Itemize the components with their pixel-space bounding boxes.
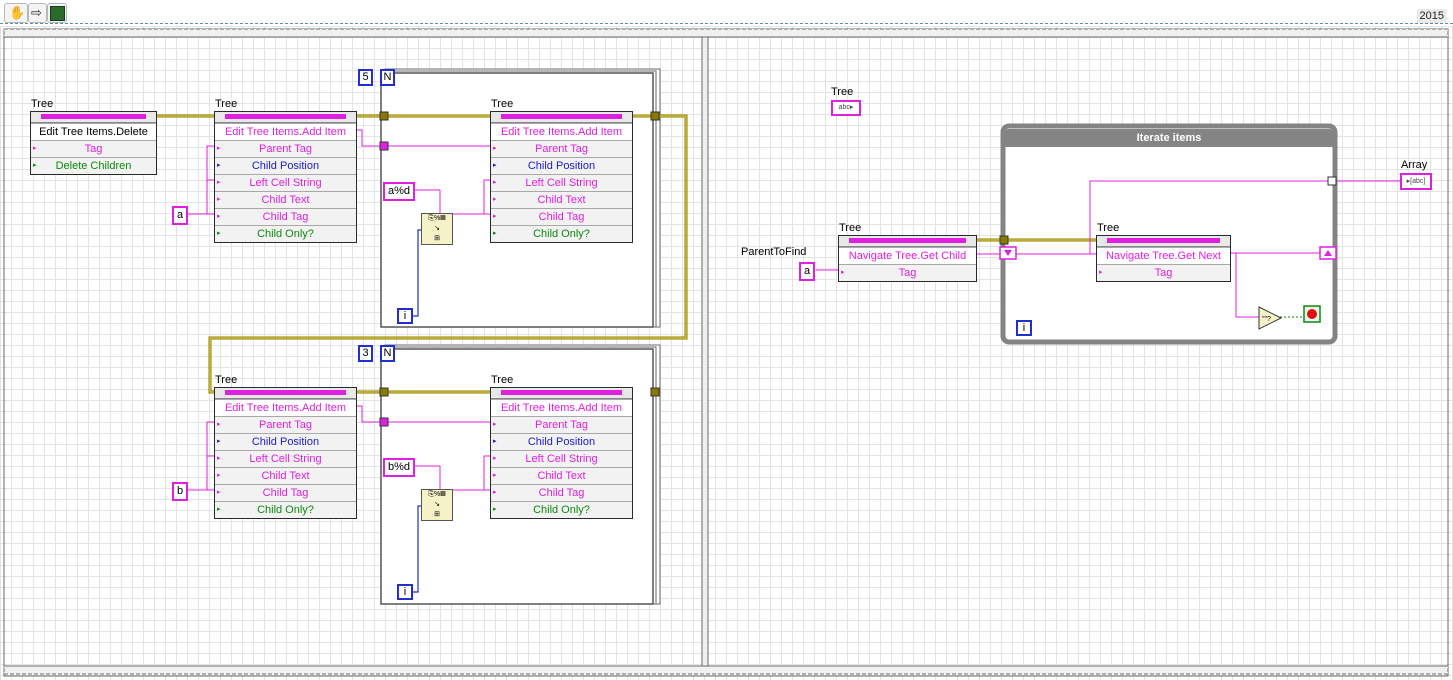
hand-icon: ✋	[9, 5, 26, 20]
input-row[interactable]: ▸Child Position	[491, 157, 632, 174]
array-indicator-caption: Array	[1401, 159, 1428, 171]
input-row[interactable]: ▸Child Text	[215, 467, 356, 484]
while-loop[interactable]	[1000, 123, 1338, 345]
method-label: Edit Tree Items.Add Item	[491, 399, 632, 416]
edit-tree-add-item-node[interactable]: Edit Tree Items.Add Item▸Parent Tag▸Chil…	[490, 111, 633, 243]
arrow-icon: ⇨	[31, 5, 42, 20]
method-label: Edit Tree Items.Add Item	[215, 399, 356, 416]
input-row[interactable]: ▸Child Tag	[491, 484, 632, 501]
format-string-constant-2[interactable]: b%d	[383, 458, 416, 477]
parent-tag-constant-b[interactable]: b	[172, 482, 189, 501]
get-child-caption: Tree	[839, 222, 862, 234]
input-row[interactable]: ▸Child Position	[215, 157, 356, 174]
input-row[interactable]: ▸Child Text	[215, 191, 356, 208]
input-row[interactable]: ▸Child Only?	[491, 501, 632, 518]
hand-tool-button[interactable]: ✋	[4, 3, 28, 23]
refnum-tunnel[interactable]	[999, 235, 1009, 245]
array-indicator-terminal[interactable]: ▸[abc]	[1400, 173, 1432, 190]
refnum-tunnel[interactable]	[379, 111, 389, 121]
add-item-caption: Tree	[215, 98, 238, 110]
edit-tree-delete-node[interactable]: Edit Tree Items.Delete ▸Tag ▸Delete Chil…	[30, 111, 157, 175]
format-into-string-node-1[interactable]: ⎘%▦↘⊞	[421, 213, 453, 245]
refnum-tunnel[interactable]	[650, 387, 660, 397]
count-terminal-2: N	[380, 345, 395, 362]
delete-node-caption: Tree	[31, 98, 54, 110]
add-item-caption: Tree	[215, 374, 238, 386]
string-tunnel[interactable]	[379, 141, 389, 151]
refnum-tunnel[interactable]	[650, 111, 660, 121]
input-row[interactable]: ▸Child Tag	[215, 484, 356, 501]
input-row[interactable]: ▸Parent Tag	[215, 416, 356, 433]
tree-control-caption: Tree	[831, 86, 854, 98]
while-iteration-terminal: i	[1016, 320, 1032, 336]
loop-count-constant-2[interactable]: 3	[358, 345, 373, 362]
input-row[interactable]: ▸Child Only?	[491, 225, 632, 242]
count-terminal-1: N	[380, 69, 395, 86]
parent-tag-constant-a[interactable]: a	[172, 206, 189, 225]
vi-icon	[50, 6, 65, 21]
stop-condition-terminal[interactable]	[1303, 305, 1321, 323]
input-row[interactable]: ▸Child Only?	[215, 501, 356, 518]
while-loop-label: Iterate items	[1003, 129, 1335, 147]
format-into-string-node-2[interactable]: ⎘%▦↘⊞	[421, 489, 453, 521]
string-wires[interactable]	[187, 129, 1400, 492]
get-next-caption: Tree	[1097, 222, 1120, 234]
edit-tree-add-item-node[interactable]: Edit Tree Items.Add Item▸Parent Tag▸Chil…	[214, 111, 357, 243]
input-row[interactable]: ▸Parent Tag	[215, 140, 356, 157]
version-label: 2015	[1416, 9, 1447, 23]
parent-to-find-caption: ParentToFind	[741, 246, 807, 258]
string-tunnel[interactable]	[379, 417, 389, 427]
loop-count-constant-1[interactable]: 5	[358, 69, 373, 86]
input-row[interactable]: ▸Child Position	[491, 433, 632, 450]
input-tag[interactable]: ▸Tag	[839, 264, 976, 281]
indexing-tunnel[interactable]	[1327, 176, 1337, 186]
edit-tree-add-item-node[interactable]: Edit Tree Items.Add Item▸Parent Tag▸Chil…	[214, 387, 357, 519]
method-label: Navigate Tree.Get Child	[839, 247, 976, 264]
input-row[interactable]: ▸Parent Tag	[491, 416, 632, 433]
input-row[interactable]: ▸Left Cell String	[491, 450, 632, 467]
empty-string-compare[interactable]: ""?	[1258, 306, 1283, 330]
parent-to-find-control[interactable]: a	[799, 262, 816, 281]
refnum-tunnel[interactable]	[379, 387, 389, 397]
input-row[interactable]: ▸Parent Tag	[491, 140, 632, 157]
add-item-caption: Tree	[491, 374, 514, 386]
flat-sequence-structure[interactable]	[3, 28, 1449, 677]
method-label: Edit Tree Items.Add Item	[491, 123, 632, 140]
svg-text:""?: ""?	[1262, 316, 1271, 323]
add-item-caption: Tree	[491, 98, 514, 110]
tree-control-terminal[interactable]: abc▸	[831, 100, 861, 116]
input-tag[interactable]: ▸Tag	[1097, 264, 1230, 281]
navigate-tree-get-next-node[interactable]: Navigate Tree.Get Next ▸Tag	[1096, 235, 1231, 282]
toolbar: ✋ ⇨ 2015	[0, 0, 1453, 26]
step-button[interactable]: ⇨	[28, 3, 47, 23]
shift-register-left[interactable]	[999, 246, 1017, 260]
tab-divider	[0, 23, 1453, 24]
edit-tree-add-item-node[interactable]: Edit Tree Items.Add Item▸Parent Tag▸Chil…	[490, 387, 633, 519]
iteration-terminal-2: i	[397, 584, 413, 600]
input-row[interactable]: ▸Left Cell String	[215, 174, 356, 191]
input-row[interactable]: ▸Child Only?	[215, 225, 356, 242]
method-label: Edit Tree Items.Delete	[31, 123, 156, 140]
format-string-constant-1[interactable]: a%d	[383, 182, 416, 201]
input-tag[interactable]: ▸Tag	[31, 140, 156, 157]
vi-button[interactable]	[47, 3, 67, 23]
input-row[interactable]: ▸Left Cell String	[491, 174, 632, 191]
method-label: Edit Tree Items.Add Item	[215, 123, 356, 140]
int-wires[interactable]	[412, 229, 422, 593]
input-row[interactable]: ▸Child Text	[491, 191, 632, 208]
input-row[interactable]: ▸Child Position	[215, 433, 356, 450]
input-row[interactable]: ▸Left Cell String	[215, 450, 356, 467]
input-delete-children[interactable]: ▸Delete Children	[31, 157, 156, 174]
input-row[interactable]: ▸Child Text	[491, 467, 632, 484]
navigate-tree-get-child-node[interactable]: Navigate Tree.Get Child ▸Tag	[838, 235, 977, 282]
input-row[interactable]: ▸Child Tag	[215, 208, 356, 225]
input-row[interactable]: ▸Child Tag	[491, 208, 632, 225]
method-label: Navigate Tree.Get Next	[1097, 247, 1230, 264]
shift-register-right[interactable]	[1319, 246, 1337, 260]
iteration-terminal-1: i	[397, 308, 413, 324]
